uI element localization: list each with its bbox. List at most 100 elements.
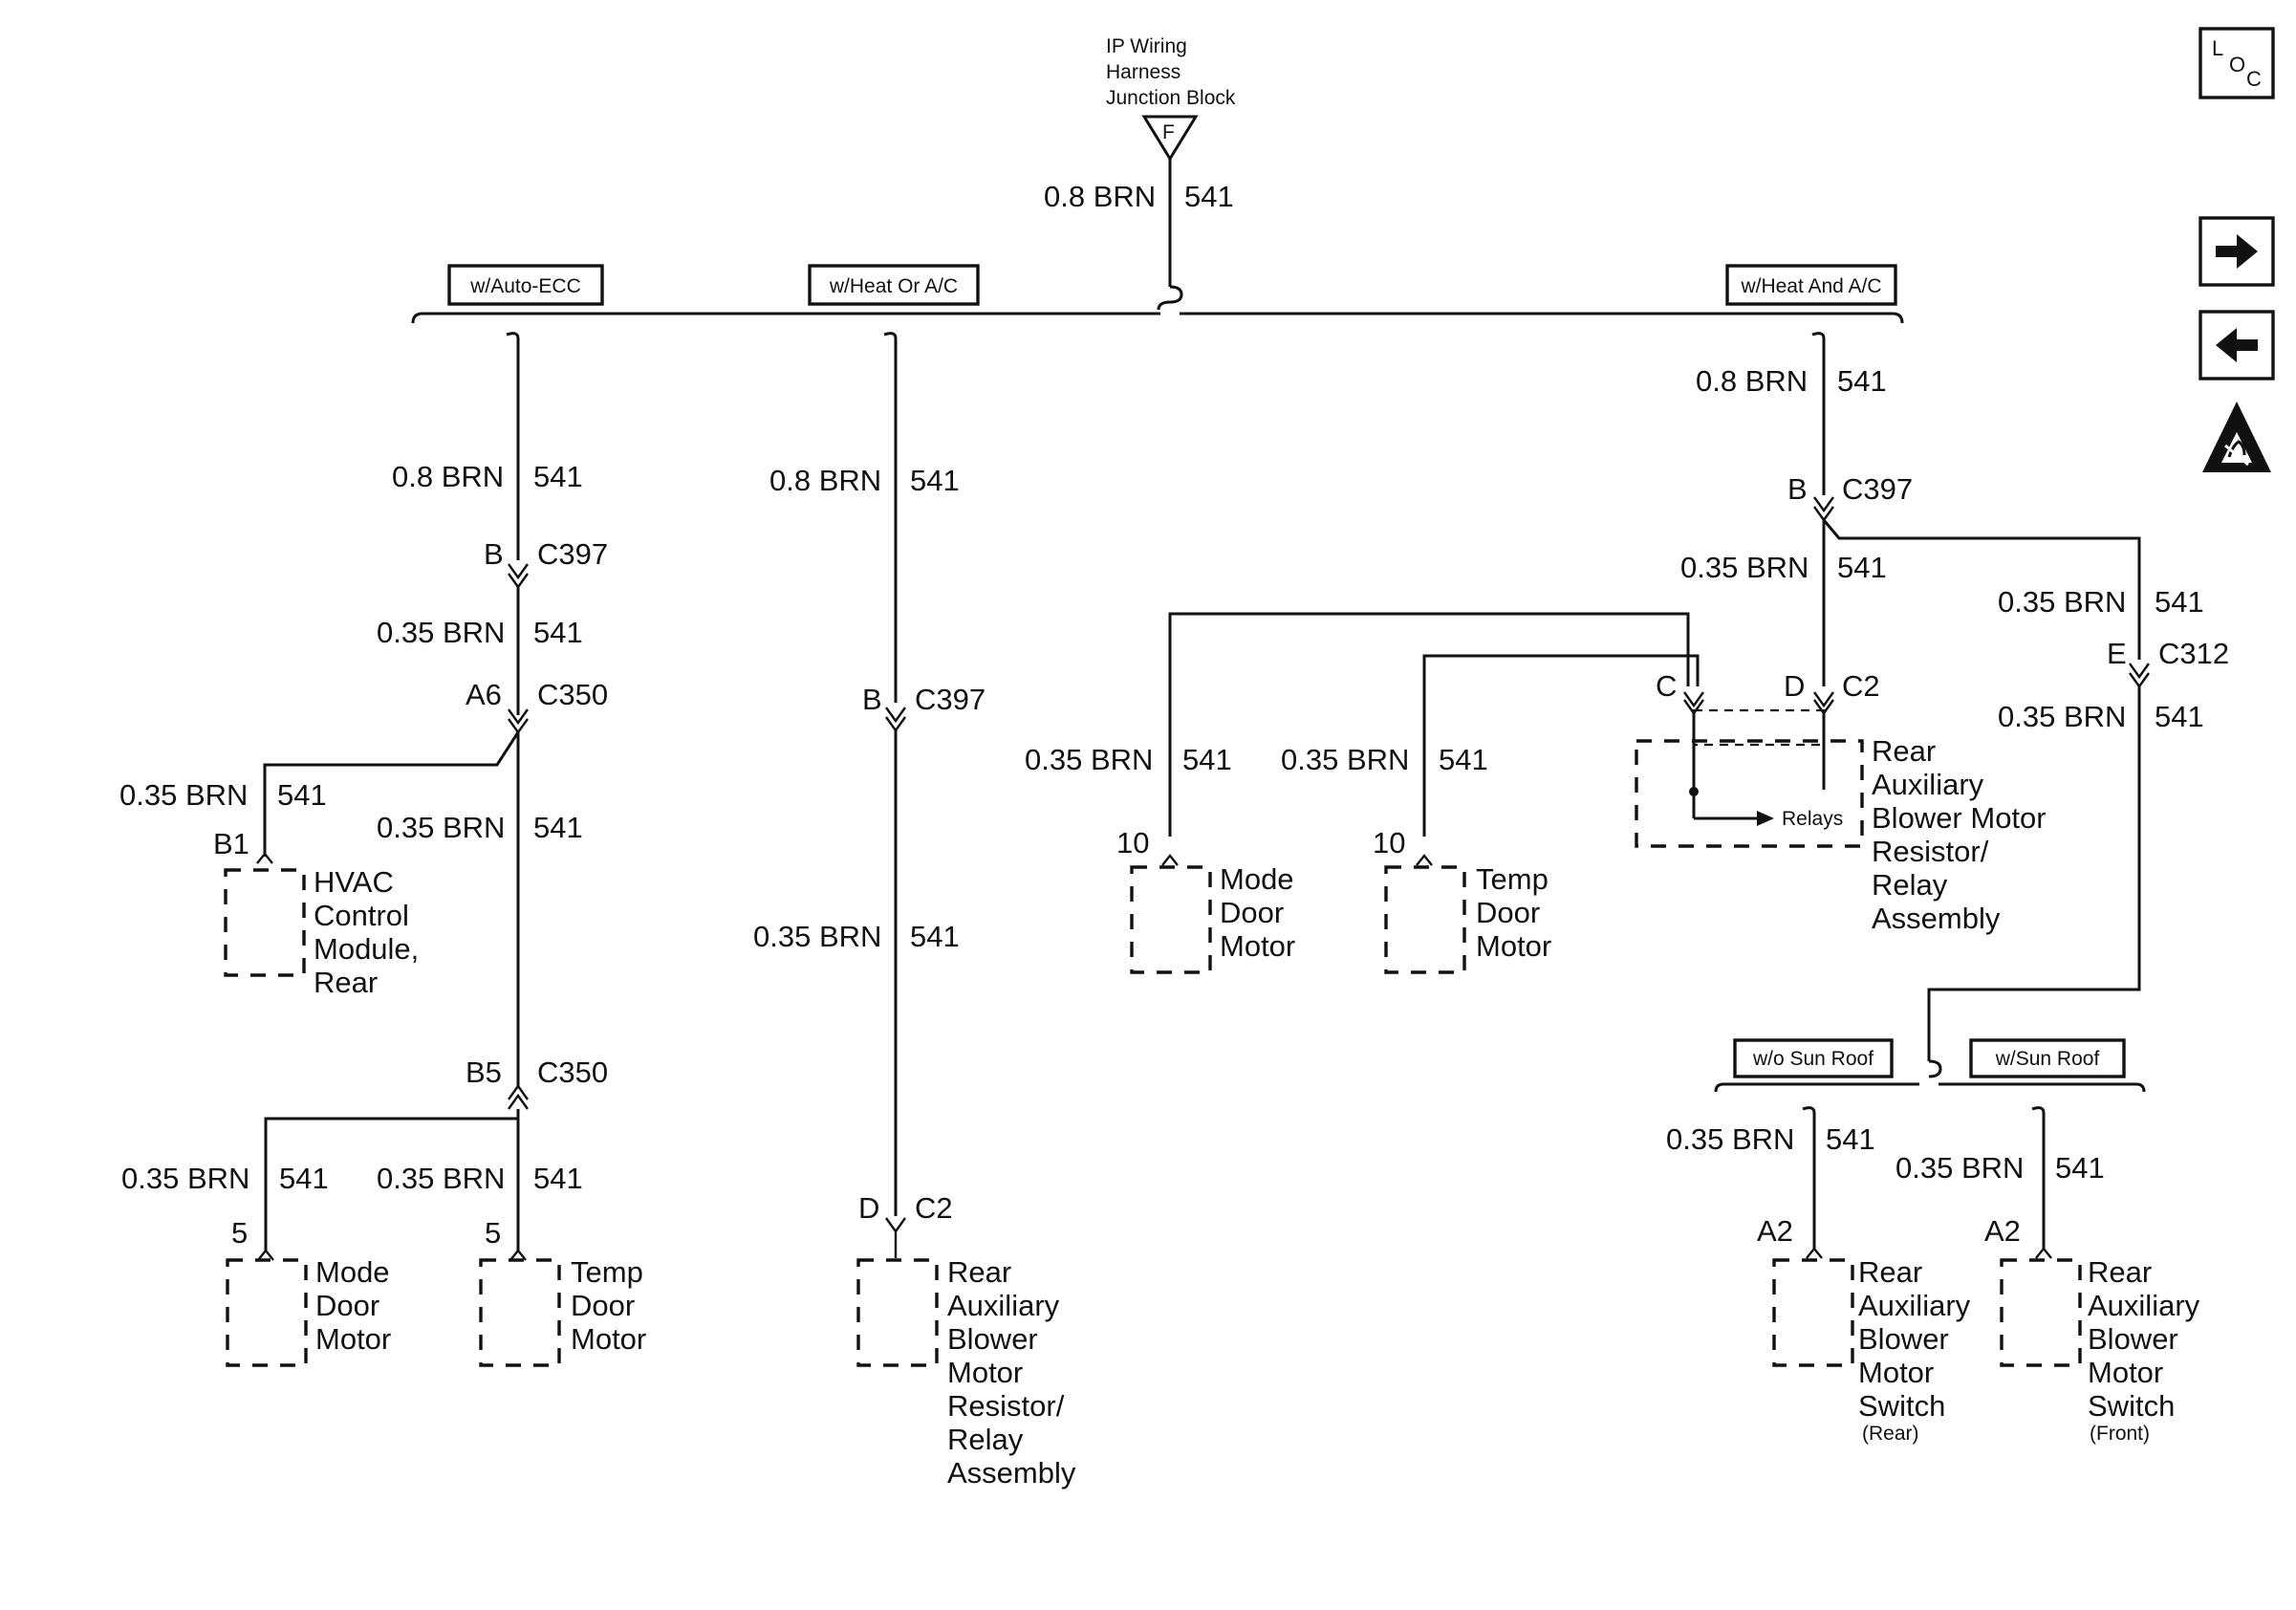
connector-c397-right — [1813, 496, 1834, 523]
c397-left-pin: B — [484, 537, 504, 571]
forward-arrow-icon[interactable] — [2199, 216, 2275, 287]
auto-ecc-gauge-3: 0.35 BRN — [377, 811, 505, 844]
temp-right-label-3: Motor — [1476, 929, 1551, 963]
c2-circuit: 541 — [1837, 551, 1887, 584]
c312-pin: E — [2107, 637, 2127, 670]
mode-pin-terminal — [257, 1249, 274, 1261]
back-arrow-icon[interactable] — [2199, 310, 2275, 381]
heat-or-ac-circuit-2: 541 — [910, 920, 960, 953]
c350-b5-label: C350 — [537, 1055, 608, 1089]
mode-door-motor-box-left — [226, 1258, 308, 1367]
hvac-label-4: Rear — [314, 966, 378, 999]
c2-c-pin: C — [1656, 669, 1677, 703]
heat-or-ac-gauge-1: 0.8 BRN — [769, 464, 881, 497]
c312-gauge-1: 0.35 BRN — [1998, 585, 2126, 619]
temp-pin: 5 — [485, 1216, 501, 1250]
resistor-mid-label-4: Motor — [947, 1356, 1023, 1389]
option-w-sunroof-label: w/Sun Roof — [1995, 1048, 2100, 1070]
hvac-circuit: 541 — [277, 778, 327, 812]
source-label-3: Junction Block — [1106, 87, 1236, 109]
c312-circuit-1: 541 — [2155, 585, 2204, 619]
option-wo-sunroof: w/o Sun Roof — [1733, 1038, 1894, 1078]
source-pin-label: F — [1162, 121, 1175, 143]
switch-rear-label-5: Switch — [1858, 1389, 1945, 1423]
mode-right-terminal — [1161, 854, 1179, 866]
switch-rear-note: (Rear) — [1862, 1423, 1919, 1445]
resistor-mid-label-3: Blower — [947, 1322, 1038, 1356]
c312-label: C312 — [2158, 637, 2229, 670]
hvac-branch-wire — [263, 731, 520, 857]
relay-junction-dot — [1689, 787, 1699, 796]
c397-right-label: C397 — [1842, 472, 1913, 506]
branch-auto-ecc: 0.8 BRN 541 B C397 0.35 BRN 541 A6 C350 … — [119, 332, 646, 1367]
relays-label: Relays — [1782, 808, 1843, 830]
switch-front-label-4: Motor — [2088, 1356, 2163, 1389]
switch-rear-terminal — [1806, 1247, 1823, 1259]
main-bus — [411, 312, 1904, 324]
heat-or-ac-wire-top — [883, 332, 898, 703]
resistor-mid-label-7: Assembly — [947, 1456, 1076, 1490]
temp-right-label-1: Temp — [1476, 862, 1549, 896]
resistor-mid-label-2: Auxiliary — [947, 1289, 1060, 1322]
resistor-right-label-2: Auxiliary — [1872, 768, 1984, 801]
c2-d-pin: D — [1784, 669, 1805, 703]
c312-gauge-2: 0.35 BRN — [1998, 700, 2126, 733]
option-w-sunroof: w/Sun Roof — [1969, 1038, 2126, 1078]
esd-warning-icon[interactable] — [2202, 402, 2271, 472]
sunroof-splice — [1928, 1059, 1942, 1078]
temp-door-motor-box-right — [1384, 865, 1466, 974]
mode-right-circuit: 541 — [1182, 743, 1232, 776]
loc-button[interactable]: L O C — [2199, 27, 2275, 99]
c2-mid-pin: D — [858, 1191, 879, 1225]
mode-right-label-3: Motor — [1220, 929, 1295, 963]
temp-right-gauge: 0.35 BRN — [1281, 743, 1409, 776]
source-pin-triangle — [1141, 115, 1199, 162]
c397-right-pin: B — [1787, 472, 1808, 506]
mode-right-label-2: Door — [1220, 896, 1284, 929]
switch-front-pin: A2 — [1984, 1214, 2021, 1248]
hvac-label-3: Module, — [314, 932, 419, 966]
connector-c397-left — [508, 563, 529, 590]
mode-right-label-1: Mode — [1220, 862, 1294, 896]
sunroof-feed-wire — [1927, 686, 2141, 1061]
resistor-right-label-3: Blower Motor — [1872, 801, 2047, 835]
c2-gauge: 0.35 BRN — [1680, 551, 1809, 584]
c2-right-label: C2 — [1842, 669, 1880, 703]
temp-left-label-2: Door — [571, 1289, 635, 1322]
c350-a6-pin: A6 — [466, 678, 502, 711]
switch-front-box — [2000, 1258, 2082, 1367]
heat-or-ac-gauge-2: 0.35 BRN — [753, 920, 881, 953]
switch-front-note: (Front) — [2090, 1423, 2150, 1445]
switch-rear-wire — [1802, 1106, 1816, 1249]
switch-rear-label-2: Auxiliary — [1858, 1289, 1971, 1322]
branch-heat-or-ac: 0.8 BRN 541 B C397 0.35 BRN 541 D C2 Rea… — [753, 332, 1076, 1490]
connector-c2-mid — [885, 1217, 906, 1258]
switch-rear-label-3: Blower — [1858, 1322, 1949, 1356]
c2-mid-label: C2 — [915, 1191, 953, 1225]
temp-left-label-1: Temp — [571, 1255, 643, 1289]
resistor-mid-label-1: Rear — [947, 1255, 1011, 1289]
temp-pin-terminal — [509, 1249, 527, 1261]
auto-ecc-circuit-1: 541 — [533, 460, 583, 493]
option-auto-ecc-label: w/Auto-ECC — [469, 275, 581, 297]
temp-right-pin: 10 — [1373, 826, 1405, 859]
loc-l: L — [2212, 36, 2223, 60]
option-wo-sunroof-label: w/o Sun Roof — [1752, 1048, 1874, 1070]
auto-ecc-circuit-2: 541 — [533, 616, 583, 649]
loc-o: O — [2229, 53, 2245, 76]
c350-a6-label: C350 — [537, 678, 608, 711]
relay-arrow-head — [1757, 811, 1774, 826]
resistor-right-label-6: Assembly — [1872, 902, 2001, 935]
option-heat-or-ac-label: w/Heat Or A/C — [829, 275, 958, 297]
auto-ecc-gauge-1: 0.8 BRN — [392, 460, 504, 493]
option-heat-and-ac-label: w/Heat And A/C — [1740, 275, 1881, 297]
auto-ecc-gauge-2: 0.35 BRN — [377, 616, 505, 649]
switch-front-label-3: Blower — [2088, 1322, 2178, 1356]
source-splice — [1157, 285, 1183, 311]
switch-rear-pin: A2 — [1757, 1214, 1793, 1248]
heat-and-ac-wire-top — [1811, 332, 1826, 495]
heat-and-ac-gauge-1: 0.8 BRN — [1696, 364, 1808, 398]
connector-c312 — [2129, 663, 2150, 689]
mode-pin: 5 — [231, 1216, 248, 1250]
